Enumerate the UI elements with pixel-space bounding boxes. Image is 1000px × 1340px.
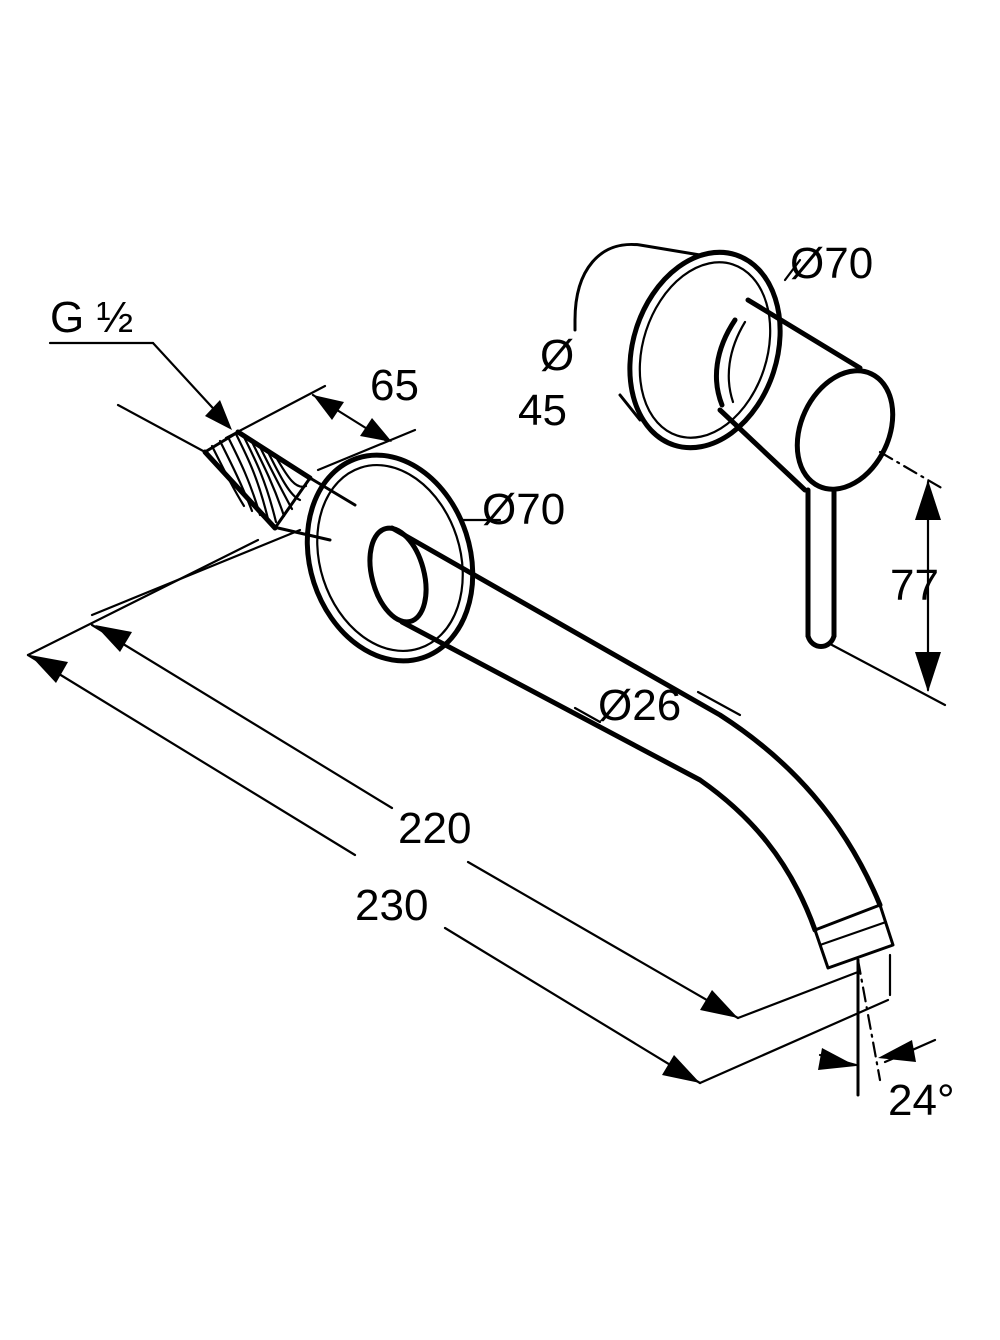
spout-assembly	[116, 403, 895, 970]
label-handle-diameter: 45	[518, 386, 567, 435]
label-rosette-mixer: Ø70	[790, 239, 873, 288]
label-thread: G ½	[50, 293, 133, 342]
dimension-lines	[26, 258, 947, 1097]
label-length-220: 220	[398, 804, 471, 853]
label-spout-diameter: Ø26	[598, 681, 681, 730]
mixer-assembly	[573, 242, 896, 649]
spout-rosette	[304, 452, 476, 664]
label-thread-length: 65	[370, 361, 419, 410]
mixer-rosette	[627, 249, 783, 451]
label-angle: 24°	[888, 1076, 955, 1125]
label-length-230: 230	[355, 881, 428, 930]
threaded-connector	[202, 429, 313, 531]
label-diameter-symbol: Ø	[540, 331, 574, 380]
mixer-handle	[794, 368, 896, 492]
dimension-labels: G ½ 65 Ø70 Ø70 Ø 45 Ø26 77 220 230 24°	[50, 239, 955, 1125]
spout-pipe	[367, 525, 895, 970]
label-lever-height: 77	[890, 561, 939, 610]
spout-axis-line	[116, 403, 207, 454]
label-rosette-spout: Ø70	[482, 485, 565, 534]
